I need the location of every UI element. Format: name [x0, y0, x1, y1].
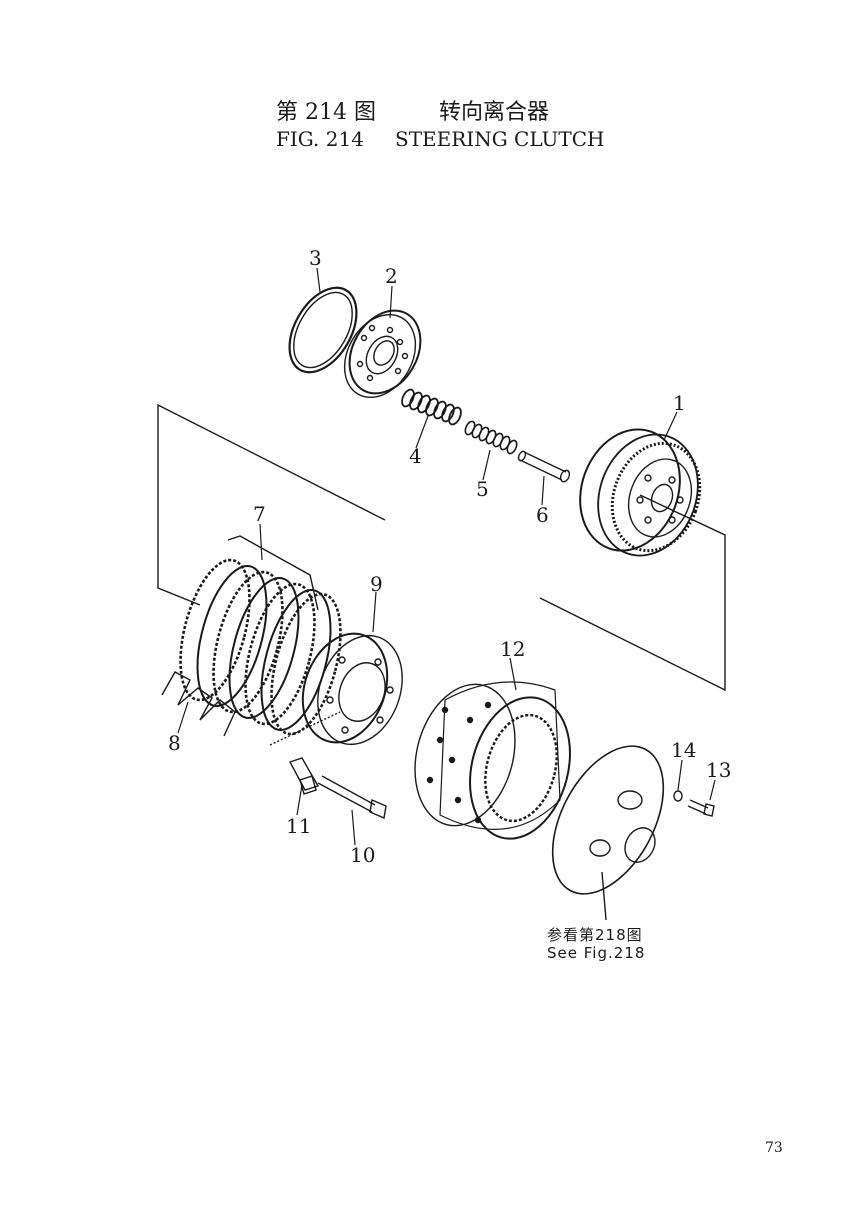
part-12-drum: [414, 681, 571, 840]
part-1-hub: [579, 428, 702, 557]
callout-14: 14: [671, 738, 696, 762]
part-3-o-ring: [288, 286, 358, 374]
part-6-pin: [517, 450, 571, 483]
callout-7: 7: [253, 502, 266, 526]
assembly-guide-lines: [157, 403, 726, 692]
part-5-small-spring: [464, 420, 518, 455]
callout-6: 6: [536, 503, 549, 527]
callout-numbers: 1 2 3 4 5 6 7 8 9 10 11 12 13 14: [168, 246, 731, 867]
reference-note-chinese: 参看第218图: [547, 926, 643, 944]
figure-name-chinese: 转向离合器: [439, 100, 550, 125]
callout-11: 11: [286, 814, 311, 838]
part-2-plate: [343, 309, 422, 399]
figure-number-chinese: 第 214 图: [276, 100, 376, 125]
part-10-bolt: [317, 775, 387, 819]
parts-7-8-clutch-disc-stack: [161, 535, 342, 737]
callout-4: 4: [409, 444, 422, 468]
callout-10: 10: [350, 843, 375, 867]
figure-name-english: STEERING CLUTCH: [395, 127, 605, 151]
parts-13-14-cover: [551, 745, 715, 921]
part-4-large-spring: [401, 388, 462, 426]
part-9-pressure-plate: [269, 632, 403, 746]
callout-5: 5: [476, 477, 489, 501]
figure-number-english: FIG. 214: [276, 127, 364, 151]
callout-12: 12: [500, 637, 525, 661]
callout-13: 13: [706, 758, 731, 782]
callout-9: 9: [370, 572, 383, 596]
callout-leader-lines: [177, 267, 716, 846]
callout-3: 3: [309, 246, 322, 270]
callout-8: 8: [168, 731, 181, 755]
page-number: 73: [765, 1140, 783, 1156]
reference-note-english: See Fig.218: [547, 944, 646, 962]
callout-1: 1: [673, 391, 686, 415]
part-11-lock-plate: [288, 757, 320, 795]
callout-2: 2: [385, 264, 398, 288]
